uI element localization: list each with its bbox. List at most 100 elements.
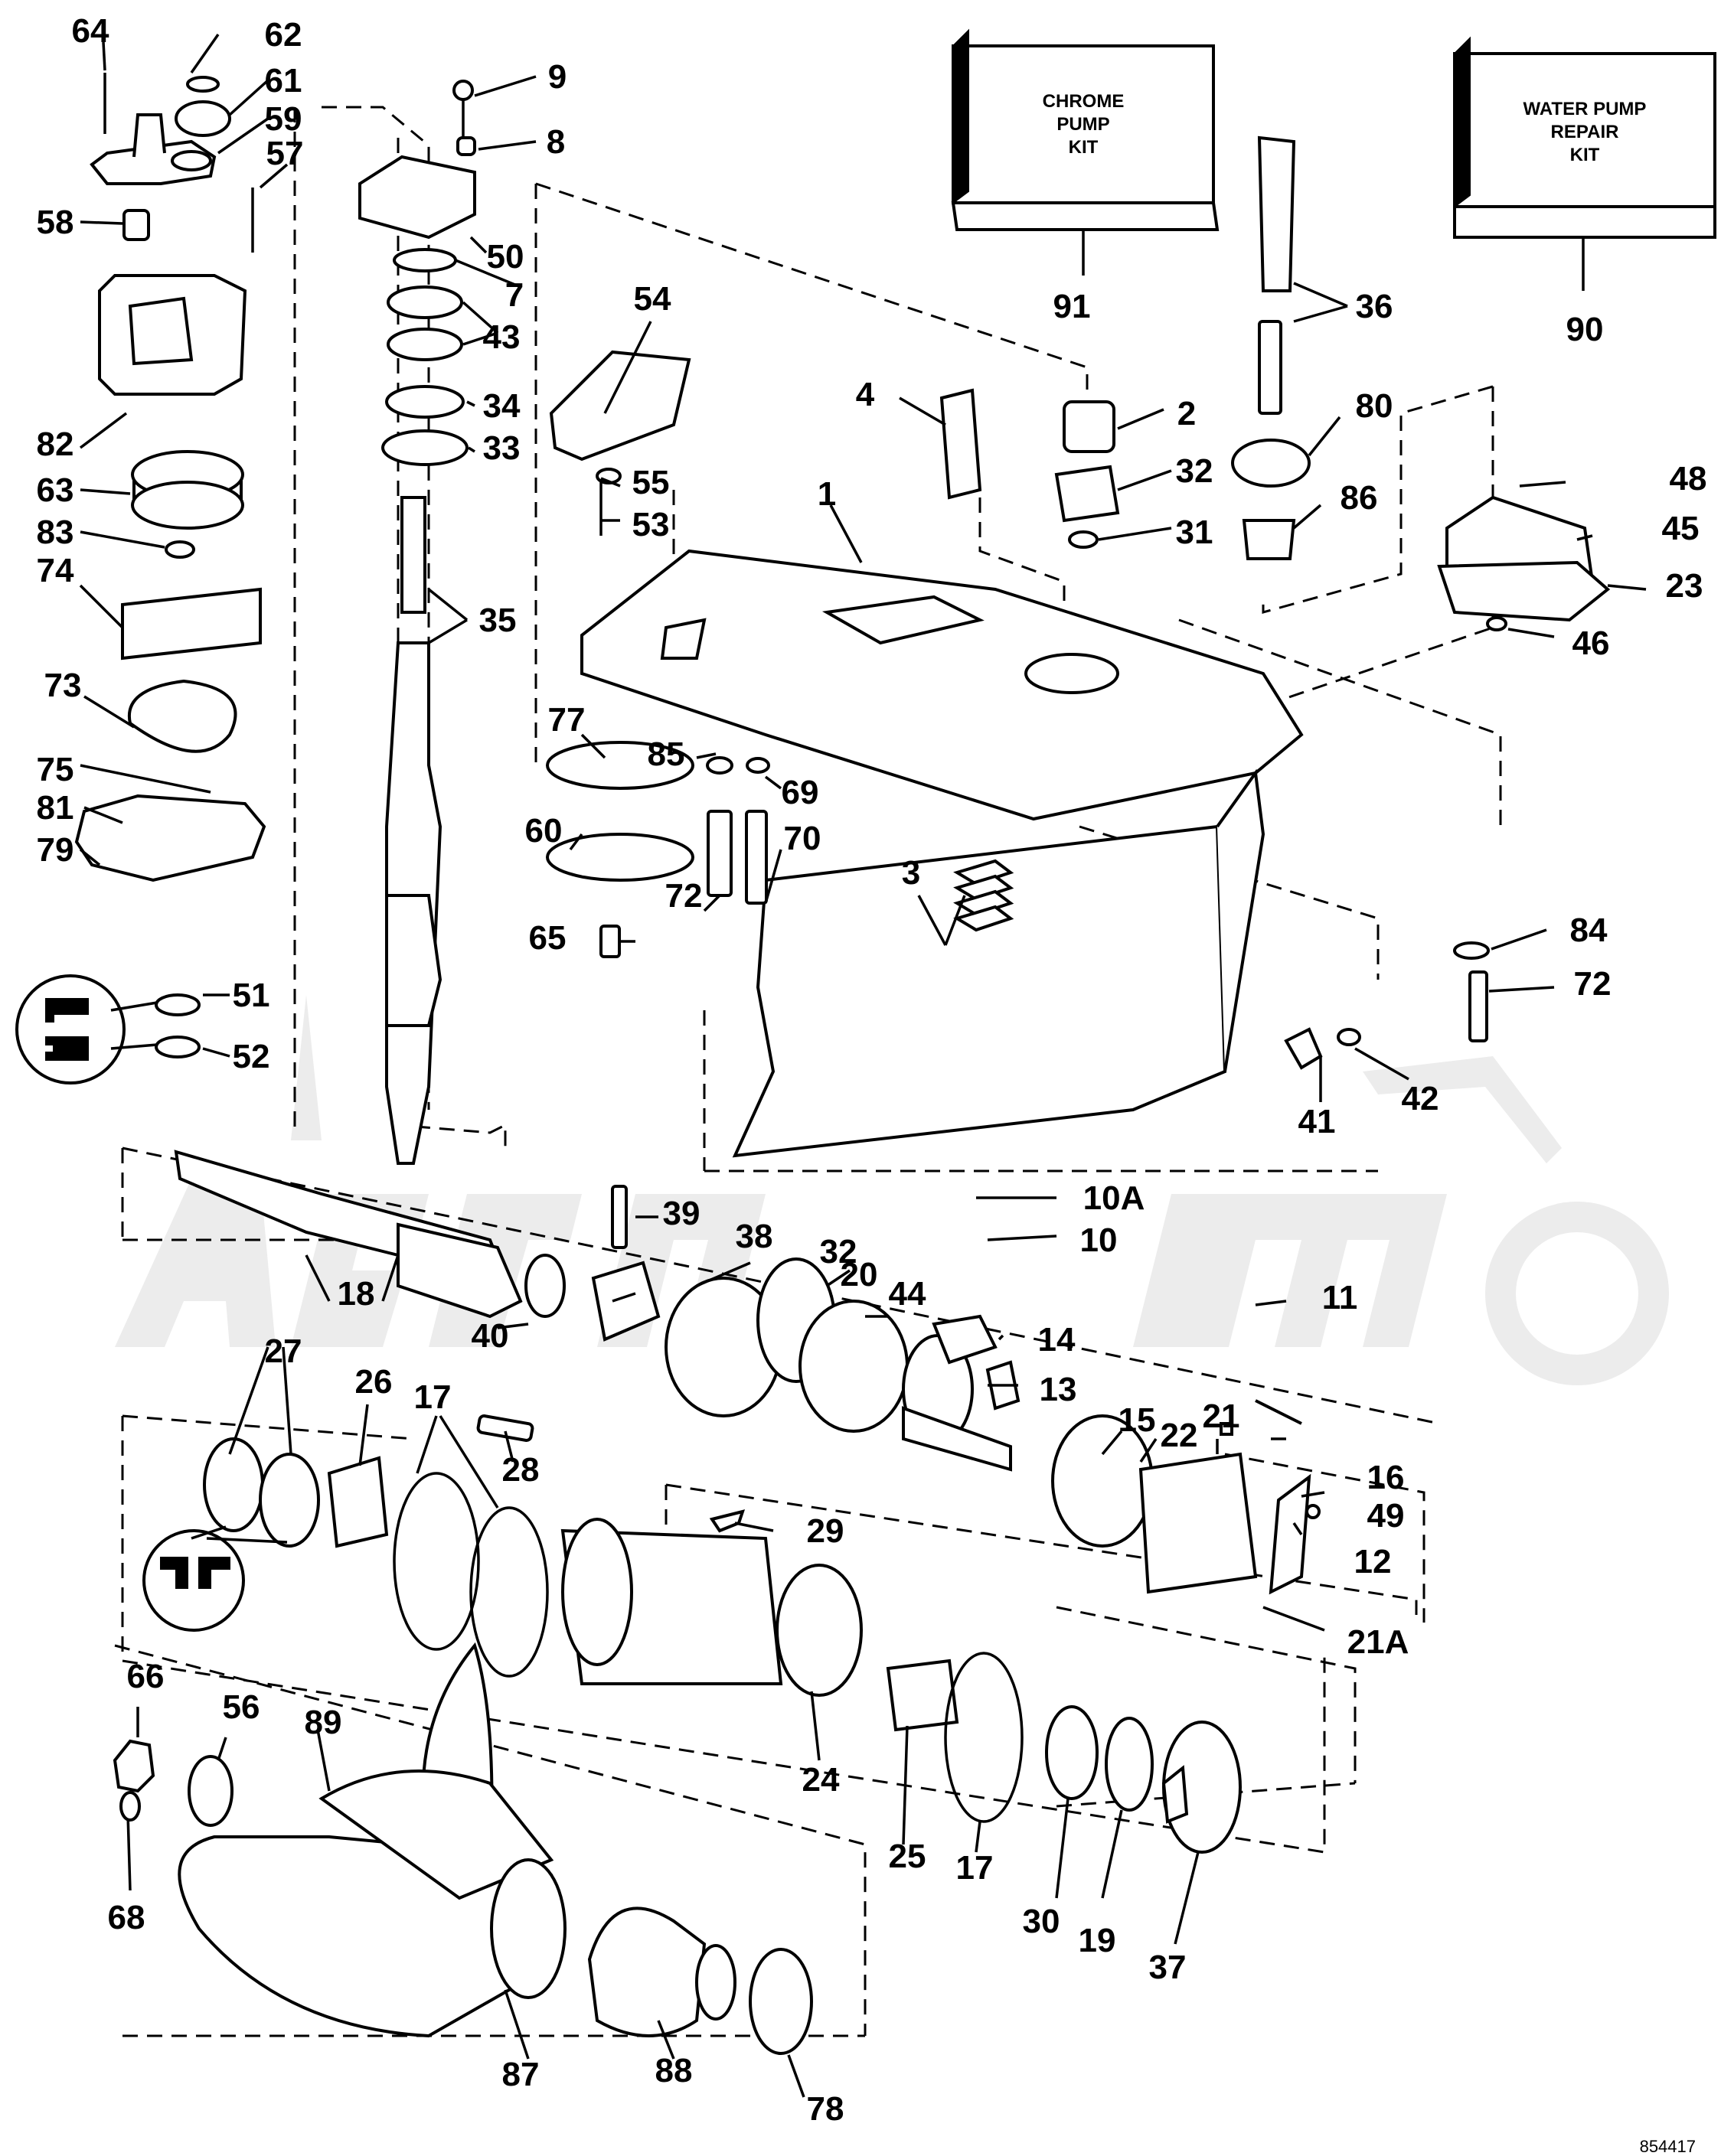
callout-37: 37 [1149, 1949, 1187, 1986]
callout-28: 28 [502, 1451, 540, 1489]
callout-79: 79 [37, 831, 74, 869]
callout-74: 74 [37, 552, 74, 589]
callout-60: 60 [525, 812, 563, 850]
callout-55: 55 [632, 464, 670, 501]
callout-38: 38 [736, 1218, 773, 1255]
callout-32b: 32 [820, 1233, 857, 1270]
callout-86: 86 [1341, 479, 1378, 517]
callout-17b: 17 [956, 1849, 994, 1887]
callout-21A: 21A [1347, 1623, 1409, 1661]
callout-63: 63 [37, 471, 74, 509]
water-kit-line-3: KIT [1570, 145, 1600, 165]
callout-29: 29 [807, 1512, 844, 1550]
callout-13: 13 [1040, 1371, 1077, 1408]
callout-73: 73 [44, 667, 82, 704]
callout-44: 44 [889, 1275, 926, 1313]
water-kit-line-1: WATER PUMP [1523, 99, 1647, 119]
propeller-shaft-gear-train [174, 1150, 1321, 1595]
callout-84: 84 [1570, 912, 1608, 949]
callout-19: 19 [1079, 1922, 1116, 1959]
callout-91: 91 [1053, 288, 1091, 325]
callout-30: 30 [1023, 1903, 1060, 1940]
callout-45: 45 [1662, 510, 1700, 547]
callout-78: 78 [807, 2090, 844, 2128]
bearings-and-seals-group [142, 1414, 1242, 1854]
callout-52: 52 [233, 1038, 270, 1075]
callout-54: 54 [634, 280, 671, 318]
callout-33: 33 [483, 429, 521, 467]
callout-12: 12 [1354, 1543, 1392, 1580]
callout-2: 2 [1177, 395, 1196, 432]
gearcase-housing [580, 549, 1304, 1158]
callout-58: 58 [37, 204, 74, 241]
water-kit-line-2: REPAIR [1551, 122, 1619, 142]
anode-and-trim-parts [546, 350, 770, 958]
water-pump-housing-group [15, 73, 266, 1085]
callout-62: 62 [265, 16, 302, 54]
callout-24: 24 [802, 1761, 840, 1799]
callout-10A: 10A [1083, 1179, 1145, 1217]
chrome-kit-line-2: PUMP [1056, 114, 1109, 135]
chrome-pump-kit-box: CHROME PUMP KIT [951, 28, 1220, 276]
callout-43: 43 [483, 318, 521, 356]
callout-46: 46 [1572, 625, 1610, 662]
callout-48: 48 [1670, 460, 1707, 497]
callout-42: 42 [1402, 1080, 1439, 1117]
callout-3: 3 [902, 854, 920, 892]
leader-lines [79, 33, 1647, 2098]
callout-80: 80 [1356, 387, 1393, 425]
callout-72: 72 [665, 877, 703, 915]
callout-27: 27 [265, 1332, 302, 1370]
propeller-group [113, 1642, 813, 2055]
water-pump-repair-kit-box: WATER PUMP REPAIR KIT [1453, 36, 1716, 291]
callout-26: 26 [355, 1363, 393, 1401]
callout-51: 51 [233, 977, 270, 1014]
callout-39: 39 [663, 1195, 700, 1232]
callout-59: 59 [265, 100, 302, 138]
callout-85: 85 [648, 736, 685, 773]
callout-18: 18 [338, 1275, 375, 1313]
callout-1: 1 [818, 475, 836, 513]
callout-16: 16 [1367, 1459, 1405, 1496]
callout-66: 66 [127, 1658, 165, 1695]
callout-90: 90 [1566, 311, 1604, 348]
chrome-kit-line-3: KIT [1069, 137, 1099, 158]
callout-10: 10 [1080, 1222, 1118, 1259]
callout-68: 68 [108, 1899, 145, 1936]
callout-23: 23 [1666, 567, 1703, 605]
callout-21: 21 [1203, 1398, 1240, 1435]
callout-4: 4 [856, 376, 875, 413]
callout-17: 17 [414, 1378, 452, 1416]
callout-7: 7 [505, 276, 524, 314]
shift-and-bearing-parts [939, 135, 1611, 1070]
callout-57: 57 [266, 135, 304, 172]
callout-81: 81 [37, 789, 74, 827]
callout-61: 61 [265, 62, 302, 99]
callout-72b: 72 [1574, 965, 1612, 1003]
callout-31: 31 [1176, 514, 1213, 551]
callout-83: 83 [37, 514, 74, 551]
figure-code: 854417 [1640, 2137, 1696, 2156]
callout-25: 25 [889, 1838, 926, 1875]
callout-34: 34 [483, 387, 521, 425]
callout-82: 82 [37, 426, 74, 463]
callout-labels: 64 62 61 59 57 58 82 63 83 74 73 75 81 7… [37, 12, 1707, 2128]
callout-40: 40 [472, 1317, 509, 1355]
callout-77: 77 [548, 701, 586, 739]
callout-32: 32 [1176, 452, 1213, 490]
callout-64: 64 [72, 12, 109, 50]
callout-56: 56 [223, 1688, 260, 1726]
callout-41: 41 [1298, 1103, 1336, 1140]
callout-88: 88 [655, 2052, 693, 2089]
callout-65: 65 [529, 919, 567, 957]
callout-36: 36 [1356, 288, 1393, 325]
callout-89: 89 [305, 1704, 342, 1741]
callout-15: 15 [1118, 1401, 1156, 1439]
drive-shaft-group [358, 80, 476, 1165]
callout-87: 87 [502, 2056, 540, 2093]
callout-75: 75 [37, 751, 74, 788]
callout-9: 9 [548, 58, 567, 96]
callout-50: 50 [487, 238, 524, 276]
callout-69: 69 [782, 774, 819, 811]
